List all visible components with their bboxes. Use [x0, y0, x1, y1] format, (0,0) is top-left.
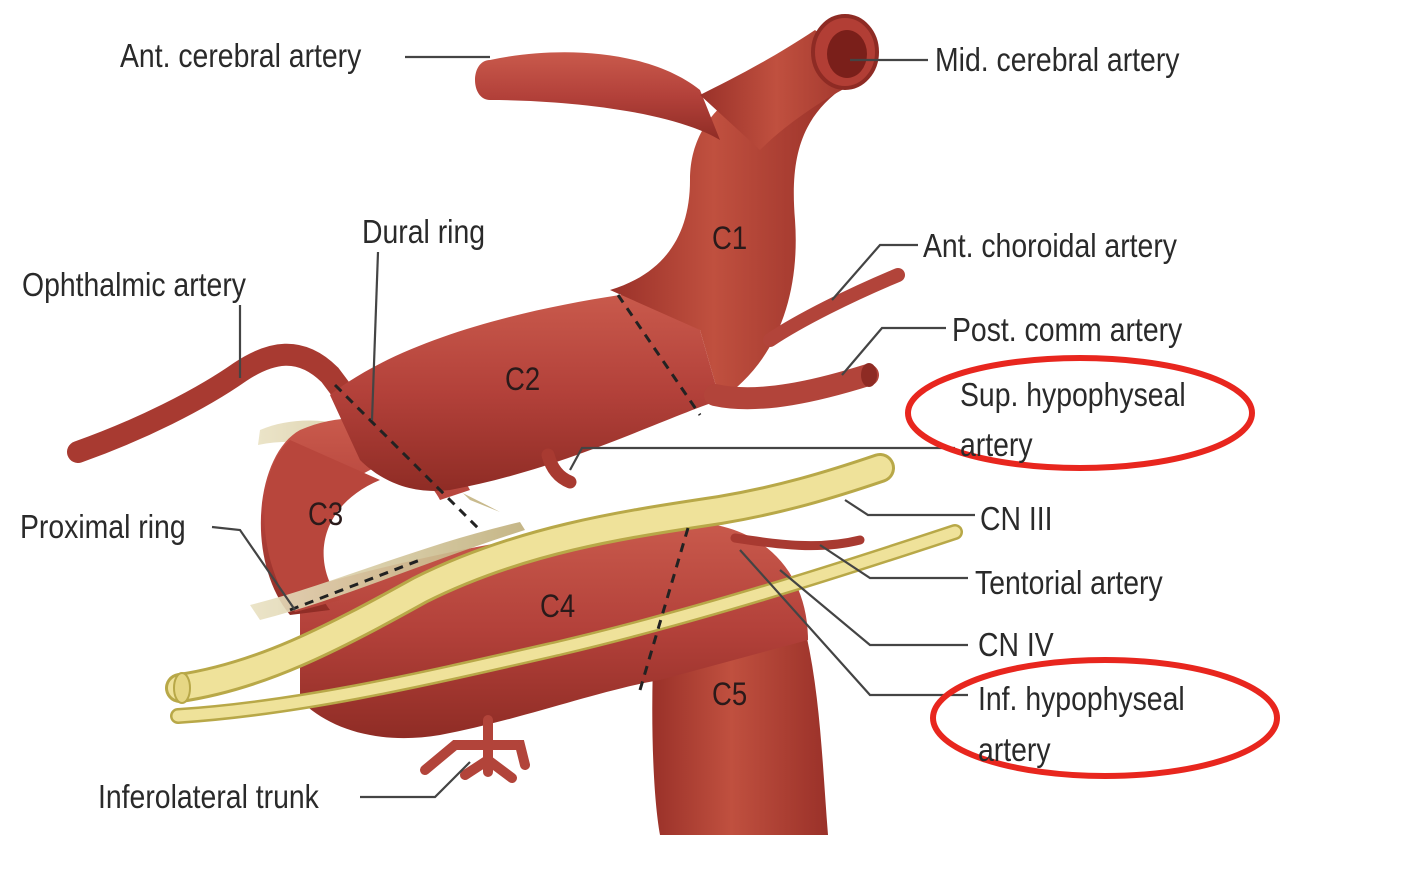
label-proximal-ring: Proximal ring — [20, 508, 186, 545]
label-cn-iv: CN IV — [978, 626, 1054, 663]
post-comm-vessel — [704, 364, 879, 410]
inferolateral-branches — [420, 715, 530, 783]
leader-lines — [211, 55, 975, 799]
label-ant-cerebral-artery: Ant. cerebral artery — [120, 37, 362, 74]
segment-label-c5: C5 — [712, 676, 748, 712]
label-sup-hypophyseal-line2: artery — [960, 426, 1033, 463]
sup-hypophyseal-highlight — [905, 355, 1255, 471]
label-sup-hypophyseal-line1: Sup. hypophyseal — [960, 376, 1186, 413]
sup-hypophyseal-branch — [541, 448, 577, 489]
label-tentorial-artery: Tentorial artery — [975, 564, 1163, 601]
label-inf-hypophyseal-line1: Inf. hypophyseal — [978, 680, 1185, 717]
label-dural-ring: Dural ring — [362, 213, 486, 250]
proximal-ring-membrane — [250, 522, 525, 620]
ant-cerebral-vessel — [475, 52, 720, 140]
c2-segment — [330, 293, 720, 491]
label-ophthalmic-artery: Ophthalmic artery — [22, 266, 246, 303]
segment-label-c3: C3 — [308, 496, 344, 532]
label-inferolateral-trunk: Inferolateral trunk — [98, 778, 319, 815]
ant-choroidal-vessel — [763, 268, 905, 347]
segment-dividers — [289, 294, 702, 691]
label-ant-choroidal-artery: Ant. choroidal artery — [923, 227, 1177, 264]
segment-label-c4: C4 — [540, 588, 576, 624]
inf-hypophyseal-highlight — [930, 657, 1280, 779]
label-mid-cerebral-artery: Mid. cerebral artery — [935, 41, 1180, 78]
tentorial-vessel — [730, 533, 865, 551]
label-cn-iii: CN III — [980, 500, 1053, 537]
label-inf-hypophyseal-line2: artery — [978, 731, 1051, 768]
c1-segment — [610, 70, 840, 400]
segment-label-c2: C2 — [505, 361, 541, 397]
label-post-comm-artery: Post. comm artery — [952, 311, 1183, 348]
segment-label-c1: C1 — [712, 220, 748, 256]
